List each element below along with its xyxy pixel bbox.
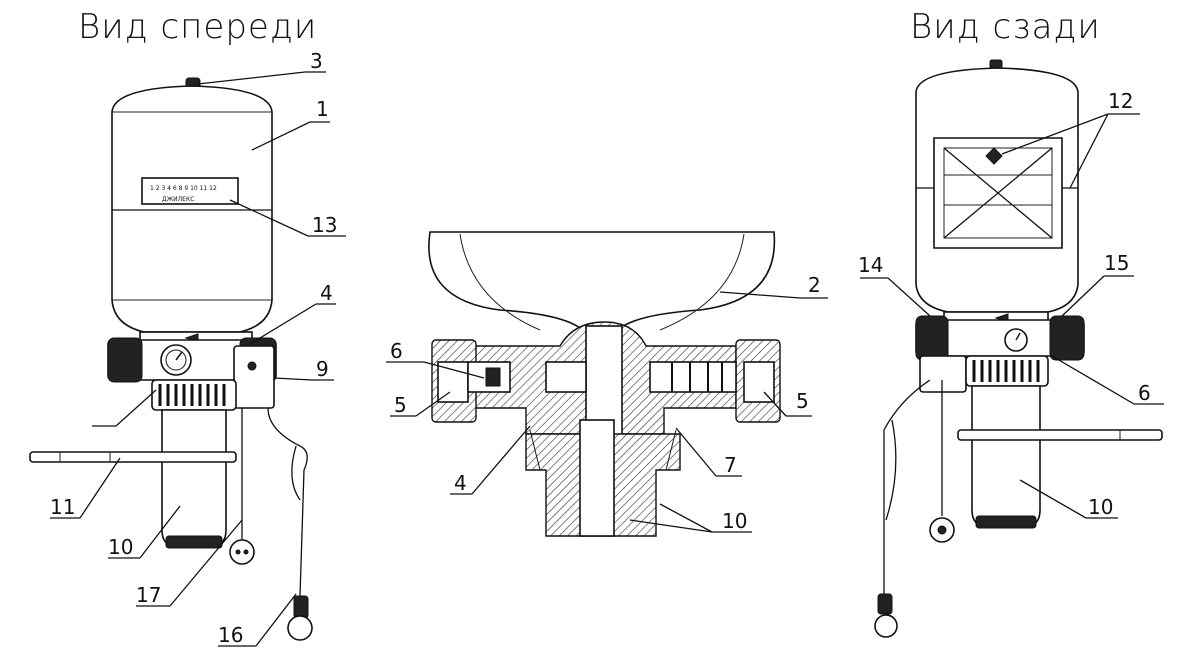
power-cord-plug [293, 595, 309, 619]
title-front-view: Вид спереди [78, 7, 317, 47]
air-valve-back [989, 59, 1003, 69]
callout-2: 2 [808, 273, 821, 297]
callout-10-back: 10 [1088, 495, 1113, 519]
cross-section-callouts: 2 6 5 5 4 7 10 [386, 273, 828, 533]
nameplate [141, 177, 239, 205]
callout-7: 7 [724, 453, 737, 477]
callout-3: 3 [310, 49, 323, 73]
callout-4-front: 4 [320, 281, 333, 305]
check-valve-right [649, 361, 737, 393]
inlet-nut-front [107, 337, 143, 383]
callout-10-section: 10 [722, 509, 747, 533]
callout-4-section: 4 [454, 471, 467, 495]
callout-6-back: 6 [1138, 381, 1151, 405]
callout-1: 1 [316, 97, 329, 121]
float-switch-plug [229, 539, 255, 565]
callout-11: 11 [50, 495, 75, 519]
callout-13: 13 [312, 213, 337, 237]
nameplate-scale: 1 2 3 4 6 8 9 10 11 12 [150, 185, 217, 192]
nameplate-brand: ДЖИЛЕКС [162, 196, 194, 203]
front-view: 1 2 3 4 6 8 9 10 11 12 ДЖИЛЕКС [29, 77, 313, 641]
tank-bowl-section [428, 231, 776, 329]
filter-flask-back [971, 385, 1041, 527]
callout-5-left: 5 [394, 393, 407, 417]
callout-9: 9 [316, 357, 329, 381]
callout-14: 14 [858, 253, 883, 277]
callout-5-right: 5 [796, 389, 809, 413]
callout-12: 12 [1108, 89, 1133, 113]
flask-wrench-back [957, 429, 1163, 441]
front-view-callouts: 3 1 13 4 9 11 10 17 16 [50, 49, 346, 647]
title-back-view: Вид сзади [910, 7, 1101, 47]
cross-section [428, 231, 781, 537]
callout-6-section: 6 [390, 339, 403, 363]
callout-16: 16 [218, 623, 243, 647]
callout-10-front: 10 [108, 535, 133, 559]
filter-flask-front [161, 409, 227, 547]
flask-wrench [29, 451, 237, 463]
pressure-switch [233, 345, 275, 409]
back-view-callouts: 12 14 15 6 10 [858, 89, 1164, 519]
callout-15: 15 [1104, 251, 1129, 275]
callout-17: 17 [136, 583, 161, 607]
back-view [874, 59, 1163, 638]
